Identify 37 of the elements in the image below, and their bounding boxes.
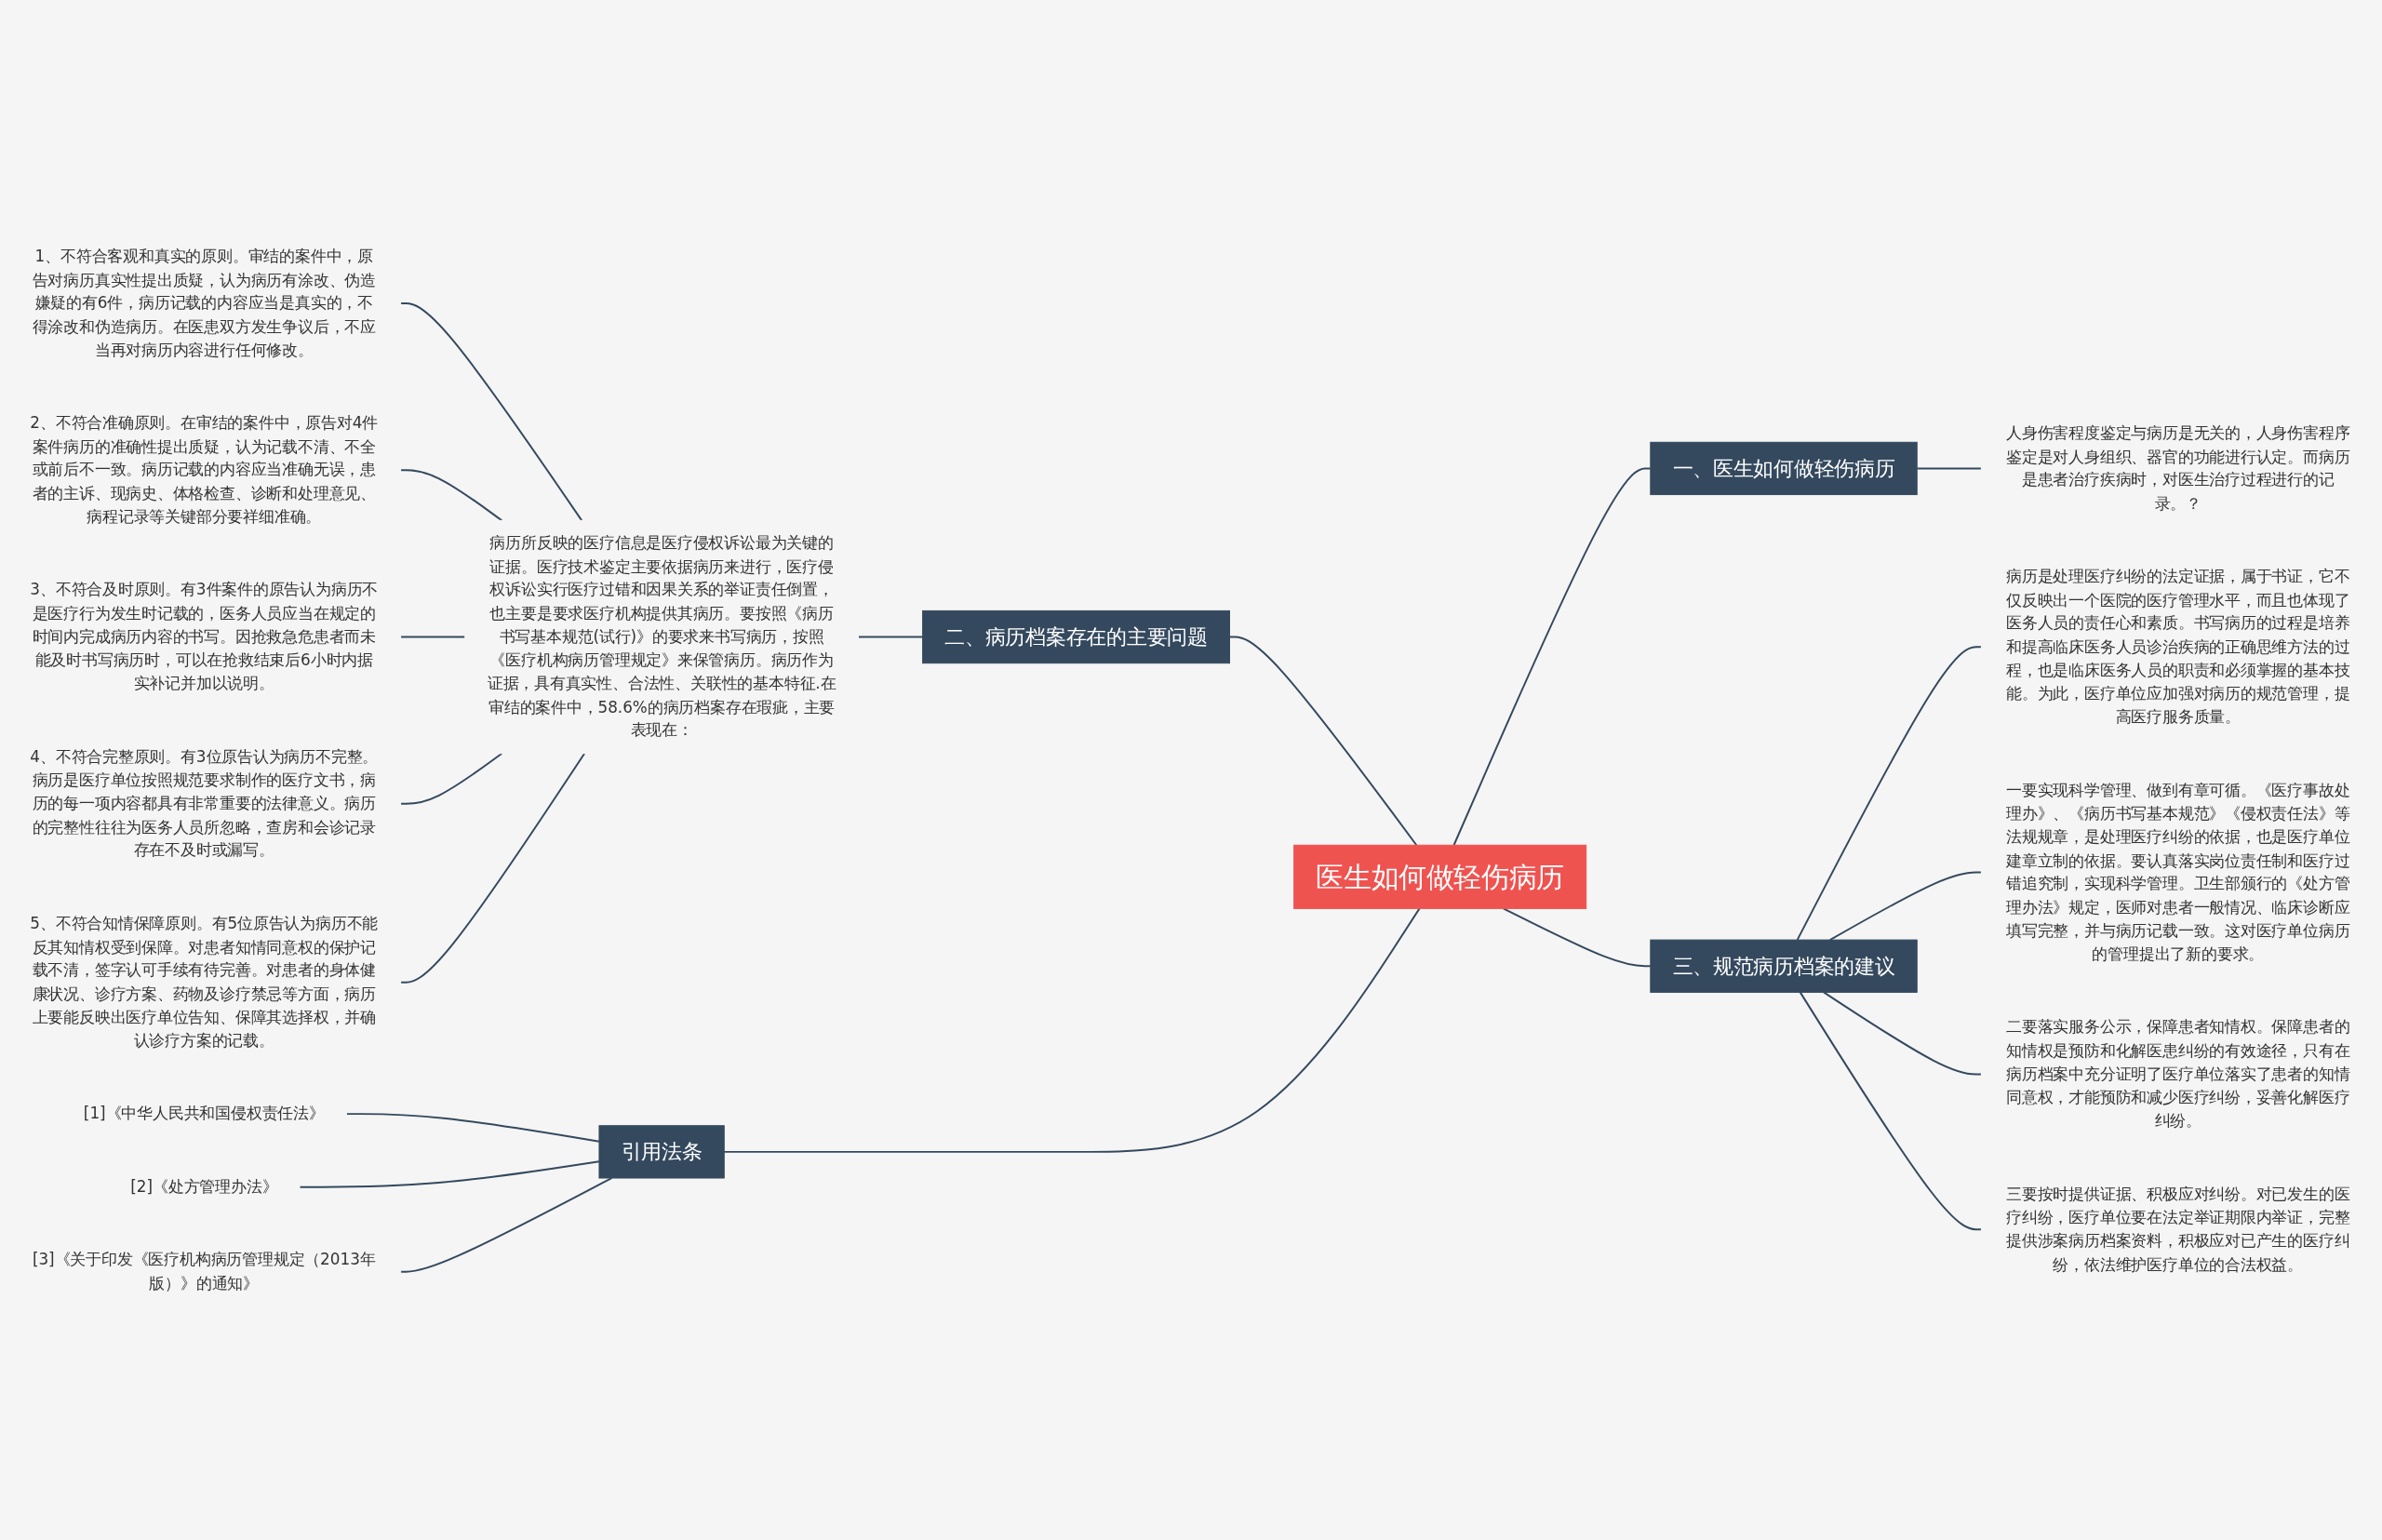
node-box: 引用法条 bbox=[598, 1125, 725, 1179]
node-text: [1]《中华人民共和国侵权责任法》 bbox=[83, 1104, 325, 1123]
connector bbox=[399, 752, 503, 805]
node-box: 一、医生如何做轻伤病历 bbox=[1650, 441, 1918, 496]
connector bbox=[1828, 871, 1983, 942]
connector bbox=[345, 1113, 600, 1143]
connector bbox=[399, 636, 466, 638]
connector bbox=[299, 1160, 600, 1188]
node-text: 3、不符合及时原则。有3件案件的原告认为病历不是医疗行为发生时记载的，医务人员应当在规定的时间内完成病历内容的书写。因抢救急危患者而未能及时书写病历时，可以在抢救结束后6小时内据实补记并加以说明。 bbox=[30, 580, 379, 693]
node-text: 三要按时提供证据、积极应对纠纷。对已发生的医疗纠纷，医疗单位要在法定举证期限内举证，完整提供涉案病历档案资料，积极应对已产生的医疗纠纷，依法维护医疗单位的合法权益。 bbox=[2006, 1184, 2350, 1274]
connector bbox=[1916, 467, 1983, 470]
node-box: 三、规范病历档案的建议 bbox=[1650, 939, 1918, 993]
node-box: 医生如何做轻伤病历 bbox=[1293, 844, 1587, 909]
node-text: [2]《处方管理办法》 bbox=[130, 1177, 278, 1196]
connector bbox=[399, 1177, 613, 1273]
connector bbox=[1228, 636, 1418, 847]
connector bbox=[1452, 467, 1652, 847]
connector bbox=[399, 302, 583, 522]
connector bbox=[723, 907, 1421, 1153]
connector bbox=[1502, 907, 1652, 968]
node-text: 病历所反映的医疗信息是医疗侵权诉讼最为关键的证据。医疗技术鉴定主要依据病历来进行，医疗侵权诉讼实行医疗过错和因果关系的举证责任倒置，也主要是要求医疗机构提供其病历。要按照《病历书写基本规范(试行)》的要求来书写病历，按照《医疗机构病历管理规定》来保管病历。病历作为证据，具有真实性、合法性、关联性的基本特征.在审结的案件中，58.6%的病历档案存在瑕疵，主要表现在： bbox=[487, 533, 836, 740]
connector bbox=[1796, 646, 1983, 942]
connector bbox=[1823, 991, 1983, 1076]
node-box: 二、病历档案存在的主要问题 bbox=[922, 609, 1230, 664]
node-text: 1、不符合客观和真实的原则。审结的案件中，原告对病历真实性提出质疑，认为病历有涂改、伪造嫌疑的有6件，病历记载的内容应当是真实的，不得涂改和伪造病历。在医患双方发生争议后，不应当再对病历内容进行任何修改。 bbox=[32, 247, 376, 359]
node-text: [3]《关于印发《医疗机构病历管理规定（2013年版）》的通知》 bbox=[32, 1250, 376, 1292]
connector bbox=[1799, 991, 1983, 1231]
connector bbox=[399, 469, 503, 522]
node-text: 5、不符合知情保障原则。有5位原告认为病历不能反其知情权受到保障。对患者知情同意权的保护记载不清，签字认可手续有待完善。对患者的身体健康状况、诊疗方案、药物及诊疗禁忌等方面，病历上要能反映出医疗单位告知、保障其选择权，并确认诊疗方案的记载。 bbox=[30, 914, 379, 1050]
node-text: 病历是处理医疗纠纷的法定证据，属于书证，它不仅反映出一个医院的医疗管理水平，而且也体现了医务人员的责任心和素质。书写病历的过程是培养和提高临床医务人员诊治疾病的正确思维方法的过程，也是临床医务人员的职责和必须掌握的基本技能。为此，医疗单位应加强对病历的规范管理，提高医疗服务质量。 bbox=[2006, 567, 2350, 726]
node-text: 4、不符合完整原则。有3位原告认为病历不完整。病历是医疗单位按照规范要求制作的医疗文书，病历的每一项内容都具有非常重要的法律意义。病历的完整性往往为医务人员所忽略，查房和会诊记录存在不及时或漏写。 bbox=[30, 746, 379, 860]
node-text: 2、不符合准确原则。在审结的案件中，原告对4件案件病历的准确性提出质疑，认为记载不清、不全或前后不一致。病历记载的内容应当准确无误，患者的主诉、现病史、体格检查、诊断和处理意见、病程记录等关键部分要祥细准确。 bbox=[30, 413, 379, 526]
node-text: 人身伤害程度鉴定与病历是无关的，人身伤害程序鉴定是对人身组织、器官的功能进行认定。而病历是患者治疗疾病时，对医生治疗过程进行的记录。？ bbox=[2006, 423, 2350, 513]
node-text: 一要实现科学管理、做到有章可循。《医疗事故处理办》、《病历书写基本规范》《侵权责任法》等法规规章，是处理医疗纠纷的依据，也是医疗单位建章立制的依据。要认真落实岗位责任制和医疗过错追究制，实现科学管理。卫生部颁行的《处方管理办法》规定，医师对患者一般情况、临床诊断应填写完整，并与病历记载一致。这对医疗单位病历的管理提出了新的要求。 bbox=[2006, 780, 2350, 963]
connector bbox=[399, 752, 586, 984]
connector bbox=[857, 636, 924, 638]
node-text: 二要落实服务公示，保障患者知情权。保障患者的知情权是预防和化解医患纠纷的有效途径，只有在病历档案中充分证明了医疗单位落实了患者的知情同意权，才能预防和减少医疗纠纷，妥善化解医疗纠纷。 bbox=[2006, 1017, 2350, 1131]
